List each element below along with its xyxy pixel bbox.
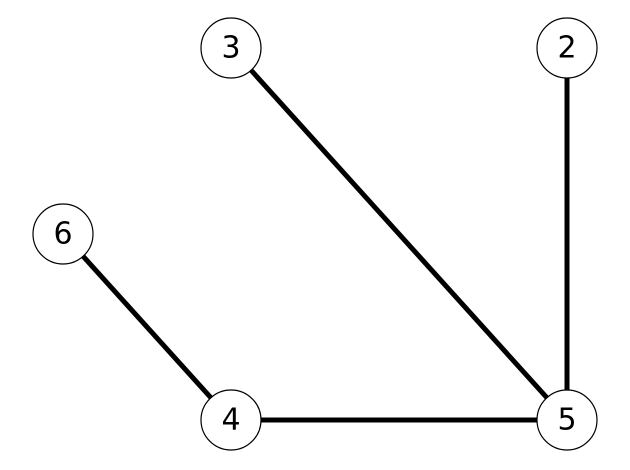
node-label-3: 3 — [221, 31, 240, 66]
node-3: 3 — [200, 17, 262, 79]
node-6: 6 — [32, 203, 94, 265]
node-label-2: 2 — [557, 31, 576, 66]
node-label-6: 6 — [53, 217, 72, 252]
nodes-layer: 3 2 6 4 5 — [32, 17, 598, 451]
node-circle-5 — [536, 389, 598, 451]
edges-layer — [61, 46, 570, 423]
node-circle-2 — [536, 17, 598, 79]
edge-6-4 — [61, 232, 233, 422]
node-2: 2 — [536, 17, 598, 79]
node-circle-3 — [200, 17, 262, 79]
node-label-5: 5 — [557, 403, 576, 438]
edge-3-5 — [229, 46, 569, 422]
node-5: 5 — [536, 389, 598, 451]
node-circle-6 — [32, 203, 94, 265]
node-4: 4 — [200, 389, 262, 451]
node-circle-4 — [200, 389, 262, 451]
node-label-4: 4 — [221, 403, 240, 438]
